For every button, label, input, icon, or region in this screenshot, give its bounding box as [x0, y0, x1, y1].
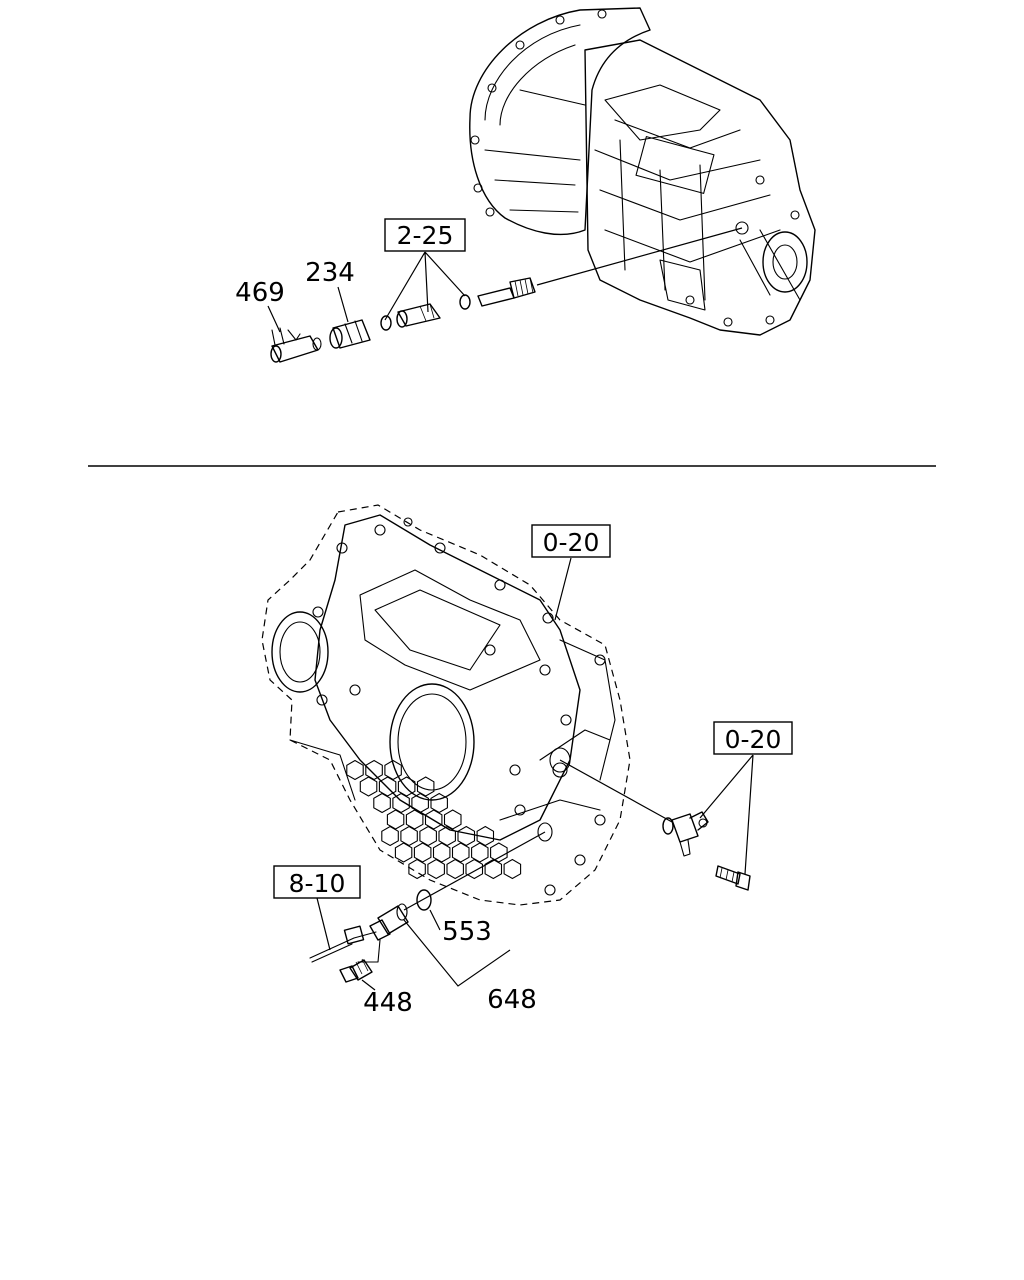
ref-box-2-25: 2-25 [384, 218, 466, 252]
honeycomb-cell [397, 776, 416, 797]
honeycomb-cell [359, 776, 378, 797]
honeycomb-cell [416, 776, 435, 797]
honeycomb-cell [471, 842, 489, 863]
part-648-leaders [403, 919, 511, 987]
honeycomb-cell [446, 858, 464, 880]
ref-box-8-10: 8-10 [273, 865, 361, 899]
honeycomb-cell [484, 858, 503, 880]
speedometer-gear-parts [270, 277, 536, 363]
honeycomb-cell [419, 825, 437, 847]
ref-0-20-upper-leader [554, 557, 572, 621]
honeycomb-cell [457, 825, 476, 847]
honeycomb-cell [378, 776, 397, 797]
part-label-448: 448 [363, 988, 413, 1018]
lower-sensor [309, 889, 432, 983]
ref-0-20-right-text: 0-20 [725, 725, 782, 754]
right-sensor [662, 811, 751, 891]
honeycomb-cell [424, 809, 443, 830]
honeycomb-cell [438, 825, 456, 847]
honeycomb-cell [503, 858, 522, 880]
part-label-553: 553 [442, 917, 492, 947]
ref-8-10-text: 8-10 [289, 869, 346, 898]
ref-box-0-20-upper: 0-20 [531, 524, 611, 558]
honeycomb-cell [392, 792, 410, 814]
transmission-assembly [469, 7, 816, 336]
ref-0-20-right-leaders [699, 754, 754, 875]
honeycomb-cell [405, 809, 424, 830]
honeycomb-cell [373, 792, 391, 814]
honeycomb-cell [430, 792, 448, 814]
part-label-234: 234 [305, 258, 355, 288]
part-448-leader [361, 979, 376, 991]
honeycomb-cell [394, 842, 413, 863]
honeycomb-cell [346, 759, 364, 781]
honeycomb-cell [411, 792, 429, 814]
honeycomb-cell [413, 842, 432, 863]
speedo-leader [536, 227, 743, 286]
honeycomb-cell [427, 858, 445, 880]
honeycomb-cell [381, 825, 399, 847]
part-553-leader [429, 909, 441, 931]
lower-sensor-leader [403, 831, 546, 911]
flywheel-housing [261, 504, 631, 906]
ref-2-25-leaders [384, 251, 466, 321]
honeycomb-cell [400, 825, 418, 847]
honeycomb-cell [465, 858, 484, 880]
honeycomb-cell [408, 858, 426, 880]
honeycomb-cell [490, 842, 508, 863]
part-label-469: 469 [235, 278, 285, 308]
honeycomb-cell [386, 809, 405, 830]
right-sensor-leader [559, 759, 673, 823]
honeycomb-pattern [346, 759, 522, 880]
honeycomb-cell [443, 809, 462, 830]
honeycomb-cell [451, 842, 470, 863]
ref-8-10-leader [316, 897, 331, 951]
part-label-648: 648 [487, 985, 537, 1015]
honeycomb-cell [432, 842, 451, 863]
ref-2-25-text: 2-25 [397, 221, 454, 250]
honeycomb-cell [476, 825, 495, 847]
ref-box-0-20-right: 0-20 [713, 721, 793, 755]
part-469-leader [267, 305, 281, 333]
ref-0-20-upper-text: 0-20 [543, 528, 600, 557]
honeycomb-cell [365, 759, 383, 781]
part-234-leader [337, 286, 349, 323]
honeycomb-cell [384, 759, 402, 781]
